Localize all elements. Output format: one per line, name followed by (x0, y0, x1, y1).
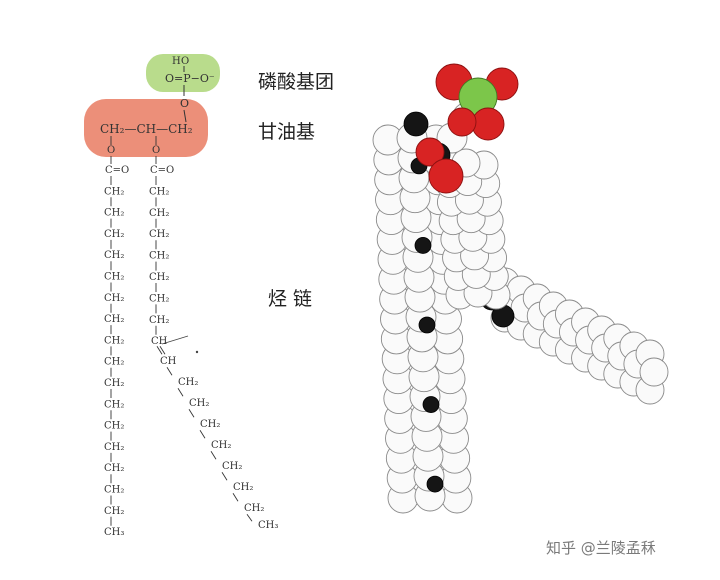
chain-ch2: CH₂ (104, 208, 124, 219)
chain-ch2: CH₂ (104, 229, 124, 240)
phosphate-highlight (146, 54, 220, 92)
chain-ch2: CH₂ (200, 419, 220, 430)
carbon-atom (422, 396, 440, 413)
chain-ch2: CH₂ (149, 315, 169, 326)
chain-ch2: CH₂ (104, 399, 124, 410)
chain-ch2: CH₂ (104, 250, 124, 261)
chain-ch2: CH₂ (233, 482, 253, 493)
chain-ch2: CH₂ (178, 377, 198, 388)
chain-ch2: CH₂ (104, 485, 124, 496)
phosphate-h: H (172, 56, 181, 67)
carbon-atom (426, 475, 444, 493)
chain-ch2: CH₂ (104, 186, 124, 197)
chain-ch2: CH₂ (189, 398, 209, 409)
carbon-atom (403, 111, 429, 137)
chain-ch2: CH₂ (149, 186, 169, 197)
ester-oxygen: O (107, 145, 115, 156)
oxygen-atom (471, 107, 505, 141)
glycerol-highlight (84, 99, 208, 157)
chain-ch2: CH₂ (104, 293, 124, 304)
chain-ch2: CH₂ (104, 506, 124, 517)
chain-ch2: CH₂ (104, 272, 124, 283)
chain-ch2: CH₂ (149, 208, 169, 219)
chain-ch: CH (160, 356, 177, 367)
label-glycerol: 甘油基 (258, 121, 315, 143)
oxygen-atom (447, 107, 477, 137)
ester-oxygen: O (152, 145, 160, 156)
chain-ch2: CH₂ (149, 272, 169, 283)
chain-ch2: CH₂ (104, 378, 124, 389)
chain-ch2: CH₂ (149, 229, 169, 240)
chain-ch2: CH₂ (104, 421, 124, 432)
oxygen-atom (415, 137, 445, 167)
chain-ch: CH (151, 336, 168, 347)
chain-ch2: CH₂ (149, 293, 169, 304)
chain-ch2: CH₂ (211, 440, 231, 451)
unsaturated-chain-formula: OC=OCH₂CH₂CH₂CH₂CH₂CH₂CH₂CHCHCH₂CH₂CH₂CH… (149, 136, 278, 531)
oxygen-atom (428, 158, 464, 194)
carbonyl-group: C=O (150, 165, 174, 176)
chain-ch2: CH₂ (104, 335, 124, 346)
label-phosphate-group: 磷酸基团 (258, 71, 334, 93)
chain-ch2: CH₂ (149, 251, 169, 262)
hydrogen-atom (639, 357, 669, 387)
carbonyl-group: C=O (105, 165, 129, 176)
chain-ch2: CH₂ (104, 314, 124, 325)
glycerol-formula: CH₂—CH—CH₂ (100, 122, 193, 136)
carbon-atom (418, 316, 436, 334)
bend-marker-line (161, 335, 189, 345)
chain-ch3: CH₃ (104, 527, 124, 538)
chain-ch3: CH₃ (258, 520, 278, 531)
chain-ch2: CH₂ (104, 442, 124, 453)
phosphate-o-top: O (181, 56, 189, 67)
chain-ch2: CH₂ (244, 503, 264, 514)
phosphate-line: O=P−O⁻ (165, 72, 215, 85)
saturated-chain-formula: O C=O CH₂ CH₂ CH₂ CH₂ CH₂ CH₂ CH₂ CH₂ CH₂ CH₂ CH₂ CH₂… (104, 136, 129, 538)
phosphate-formula: H O O=P−O⁻ O (165, 56, 215, 110)
stray-dot (195, 350, 199, 354)
label-hydrocarbon-chain: 烃 链 (268, 288, 312, 310)
chain-ch2: CH₂ (104, 357, 124, 368)
phosphate-bridge-o: O (180, 97, 189, 110)
space-filling-model (372, 63, 669, 514)
chain-ch2: CH₂ (104, 463, 124, 474)
chain-ch2: CH₂ (222, 461, 242, 472)
carbon-atom (414, 237, 432, 254)
watermark: 知乎 @兰陵孟秝 (546, 539, 656, 557)
